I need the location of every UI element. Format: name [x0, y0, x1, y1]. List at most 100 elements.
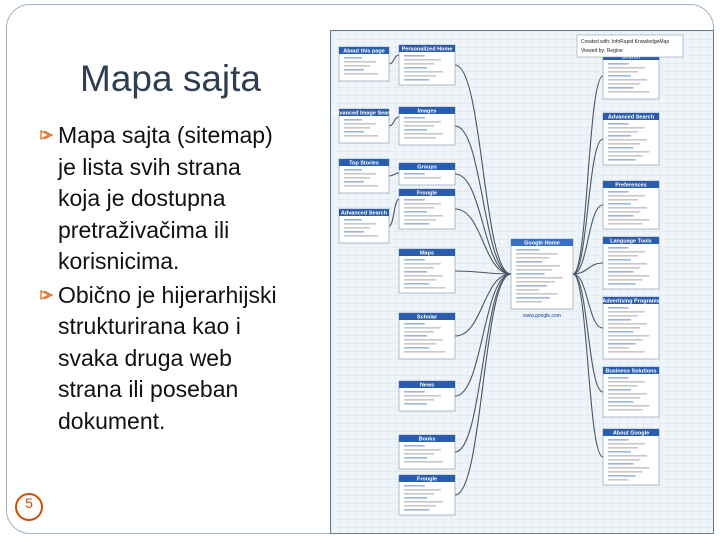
content-line — [344, 69, 364, 71]
left-node: Froogle — [398, 188, 456, 230]
node-title: Scholar — [417, 315, 438, 321]
node-title: Advertising Programs — [602, 299, 659, 305]
content-line — [404, 403, 427, 405]
content-line — [608, 455, 648, 457]
content-line — [608, 343, 636, 345]
content-line — [404, 219, 437, 221]
content-line — [608, 91, 650, 93]
content-line — [608, 279, 643, 281]
content-line — [404, 497, 427, 499]
content-line — [404, 351, 446, 353]
connector-line — [572, 273, 604, 458]
left-node: Froogle — [398, 474, 456, 516]
content-line — [404, 331, 434, 333]
content-line — [344, 219, 362, 221]
content-line — [516, 289, 540, 291]
connector-line — [388, 198, 400, 227]
content-line — [404, 173, 425, 175]
content-line — [404, 129, 427, 131]
content-line — [608, 351, 645, 353]
content-line — [404, 259, 425, 261]
content-line — [608, 63, 629, 65]
content-line — [608, 215, 634, 217]
bullet-line: Mapa sajta (sitemap) — [58, 122, 273, 148]
content-line — [404, 59, 441, 61]
content-line — [404, 399, 434, 401]
connector-line — [388, 116, 400, 127]
content-line — [404, 493, 434, 495]
page-number: 5 — [25, 495, 33, 511]
page-number-circle — [15, 493, 43, 521]
content-line — [608, 79, 648, 81]
content-line — [404, 207, 434, 209]
content-line — [608, 191, 629, 193]
content-line — [404, 339, 444, 341]
content-line — [404, 327, 441, 329]
connector-line — [572, 138, 604, 275]
arrow-bullet-icon — [40, 289, 54, 300]
content-line — [344, 231, 364, 233]
content-line — [608, 381, 645, 383]
connector-line — [454, 273, 512, 453]
content-line — [608, 331, 634, 333]
bullet-item: Obično je hijerarhijski strukturirana ka… — [38, 280, 328, 438]
bullet-line: korisnicima. — [58, 248, 180, 274]
node-title: Language Tools — [610, 239, 652, 245]
content-line — [404, 505, 437, 507]
node-title: Images — [418, 109, 437, 115]
content-line — [608, 271, 634, 273]
content-line — [608, 377, 629, 379]
content-line — [404, 461, 444, 463]
right-node: Business Solutions — [602, 366, 660, 418]
content-line — [608, 127, 645, 129]
content-line — [404, 283, 430, 285]
content-line — [516, 257, 550, 259]
content-line — [608, 155, 643, 157]
content-line — [608, 135, 631, 137]
bullet-line: strana ili poseban — [58, 376, 239, 402]
bullet-line: koja je dostupna — [58, 185, 226, 211]
content-line — [404, 509, 430, 511]
node-title: Maps — [420, 251, 434, 257]
content-line — [608, 195, 645, 197]
content-line — [516, 265, 561, 267]
content-line — [608, 471, 643, 473]
bullet-line: dokument. — [58, 407, 166, 434]
content-line — [404, 347, 430, 349]
content-line — [608, 315, 638, 317]
content-line — [404, 203, 441, 205]
content-line — [404, 275, 444, 277]
content-line — [404, 75, 437, 77]
content-line — [344, 123, 376, 125]
content-line — [608, 459, 641, 461]
content-line — [404, 501, 444, 503]
far-left-node: Top Stories — [338, 158, 390, 194]
content-line — [608, 263, 648, 265]
content-line — [516, 293, 558, 295]
connector-line — [454, 270, 512, 275]
bullet-line: svaka druga web — [58, 344, 232, 371]
node-title: Groups — [417, 165, 437, 171]
connector-line — [572, 75, 604, 275]
right-node: About Google — [602, 428, 660, 486]
center-url: www.google.com — [523, 313, 561, 319]
left-node: Images — [398, 106, 456, 146]
bullet-line: Obično je hijerarhijski — [58, 281, 277, 308]
bullet-line: strukturirana kao i — [58, 313, 241, 339]
right-node: Advertising Programs — [602, 296, 660, 360]
content-line — [608, 393, 648, 395]
content-line — [344, 135, 378, 137]
content-line — [608, 401, 634, 403]
content-line — [608, 259, 631, 261]
content-line — [608, 151, 650, 153]
content-line — [608, 83, 641, 85]
content-line — [404, 199, 425, 201]
bullet-item: Mapa sajta (sitemap) je lista svih stran… — [38, 120, 328, 278]
content-line — [608, 211, 641, 213]
right-node: Advanced Search — [602, 112, 660, 166]
left-node: Personalized Home — [398, 44, 456, 86]
content-line — [404, 133, 444, 135]
content-line — [404, 485, 425, 487]
content-line — [344, 127, 370, 129]
